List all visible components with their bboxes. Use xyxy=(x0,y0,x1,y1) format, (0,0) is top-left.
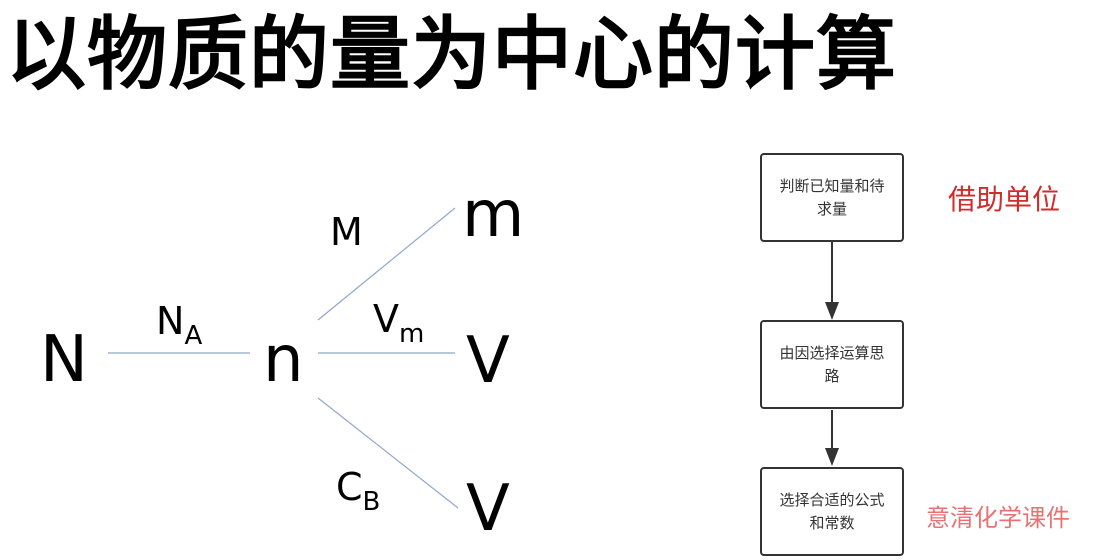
edge-label-CB: CB xyxy=(336,465,380,517)
edge-label-Vm: Vm xyxy=(373,297,424,349)
unit-hint-note: 借助单位 xyxy=(948,183,1061,216)
flow-arrowhead-2 xyxy=(825,448,839,466)
flow-step-formula-text: 选择合适的公式和常数 xyxy=(779,490,885,532)
flow-step-plan-text: 由因选择运算思路 xyxy=(779,343,885,385)
edge-label-NA-sub: A xyxy=(184,321,202,351)
flow-step-formula: 选择合适的公式和常数 xyxy=(760,467,904,556)
node-N: N xyxy=(40,323,88,397)
edge-label-Vm-sub: m xyxy=(399,319,424,349)
node-V-gas: V xyxy=(466,324,510,398)
edge-label-M: M xyxy=(330,210,363,254)
flow-arrowhead-1 xyxy=(825,302,839,320)
edge-label-Vm-base: V xyxy=(373,297,399,341)
connector-n-V2 xyxy=(317,397,459,509)
node-m: m xyxy=(462,178,524,252)
relation-diagram: N n m V V NA M Vm CB xyxy=(40,178,524,546)
node-V-solution: V xyxy=(466,472,510,546)
flow-step-identify: 判断已知量和待求量 xyxy=(760,153,904,242)
flow-step-identify-text: 判断已知量和待求量 xyxy=(779,176,885,218)
edge-label-NA: NA xyxy=(156,299,202,351)
edge-label-CB-sub: B xyxy=(363,487,381,517)
watermark-text: 意清化学课件 xyxy=(926,504,1070,532)
flowchart-arrows xyxy=(825,242,839,466)
edge-label-NA-base: N xyxy=(156,299,184,343)
flow-step-plan: 由因选择运算思路 xyxy=(760,320,904,409)
edge-label-CB-base: C xyxy=(336,465,363,509)
connector-n-m xyxy=(317,207,456,321)
edge-label-M-base: M xyxy=(330,210,363,254)
node-n: n xyxy=(263,323,304,397)
page-title: 以物质的量为中心的计算 xyxy=(6,8,897,101)
